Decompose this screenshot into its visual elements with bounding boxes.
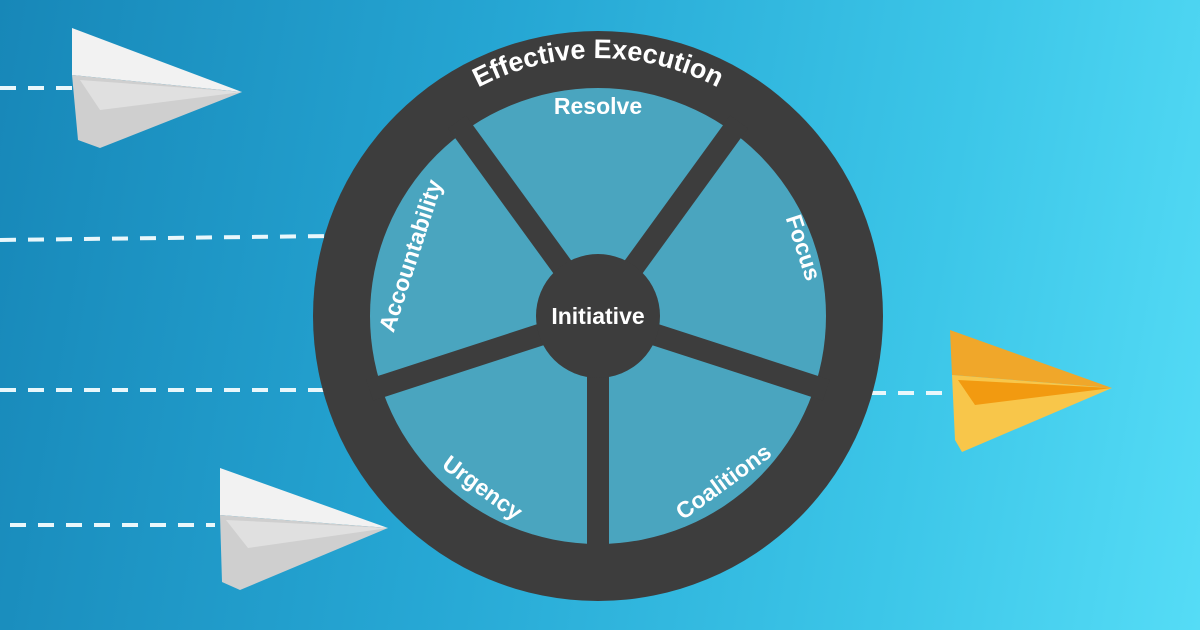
gold-paper-plane-icon <box>950 330 1112 452</box>
center-label: Initiative <box>551 303 644 329</box>
paper-plane-icon <box>220 468 388 590</box>
hub <box>536 254 660 378</box>
segment-label-resolve: Resolve <box>554 93 642 119</box>
paper-plane-icon <box>72 28 242 148</box>
dashed-trails <box>0 86 950 527</box>
